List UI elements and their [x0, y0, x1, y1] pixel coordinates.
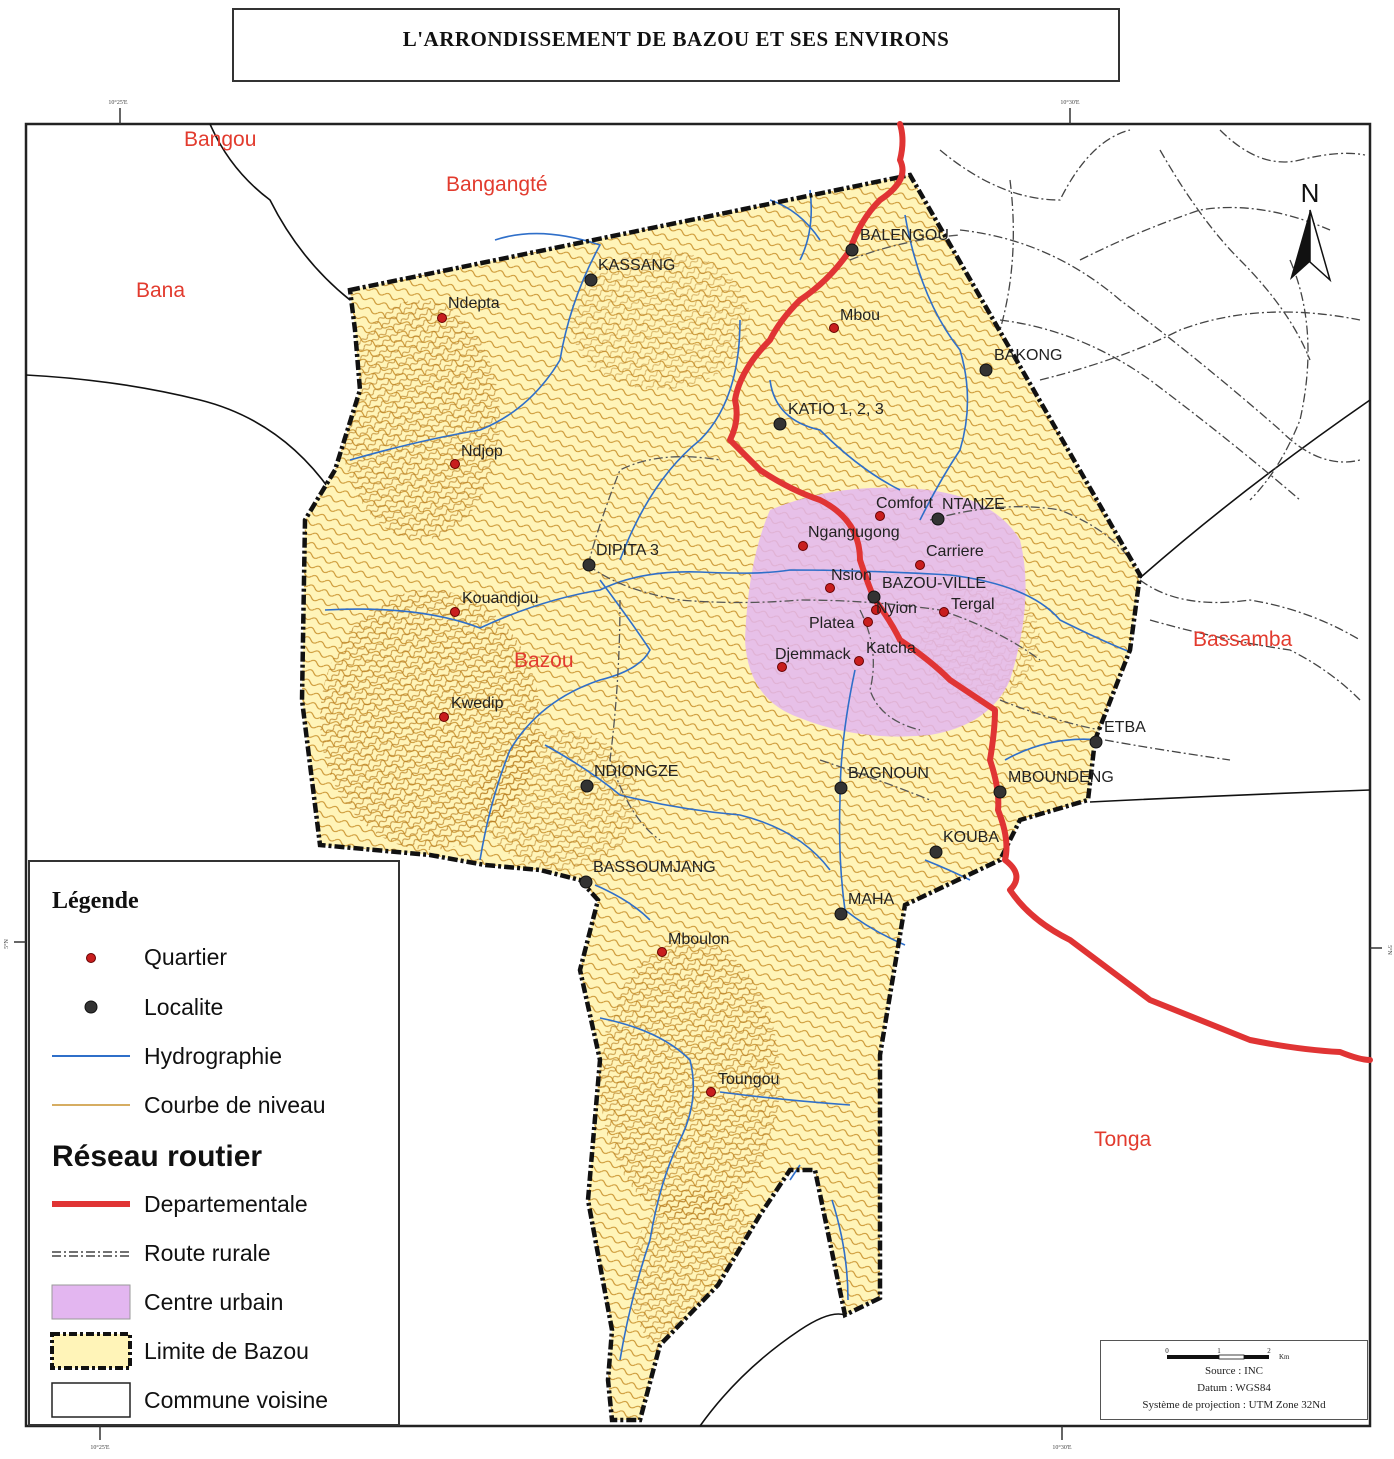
commune-boundaries [25, 123, 1371, 1427]
hydrography [324, 189, 1131, 1361]
quartier-label: Ndjop [461, 443, 503, 460]
quartier-label: Mbou [840, 307, 880, 324]
legend-item-hydro: Hydrographie [144, 1043, 283, 1069]
quartiers: Ndepta Mbou Ndjop Comfort Ngangugong Car… [437, 295, 995, 1097]
localite-label: MBOUNDENG [1008, 769, 1114, 786]
scale-tick: 2 [1267, 1347, 1271, 1355]
neighbor-bazou: Bazou [514, 649, 574, 672]
localite-label: BALENGOU [860, 227, 949, 244]
neighbor-bana: Bana [136, 279, 185, 302]
quartier-label: Katcha [866, 640, 916, 657]
legend-item-urban: Centre urbain [144, 1289, 284, 1315]
quartier-label: Ndepta [448, 295, 500, 312]
neighbor-bangangte: Bangangté [446, 173, 548, 196]
quartier-label: Nsion [831, 567, 872, 584]
localites: BALENGOU KASSANG BAKONG KATIO 1, 2, 3 NT… [579, 227, 1146, 921]
localite-label: NTANZE [942, 496, 1005, 513]
localite-label: MAHA [848, 891, 895, 908]
rural-roads-outside [939, 129, 1366, 761]
neighbor-bangou: Bangou [184, 128, 256, 151]
quartier-label: Ngangugong [808, 524, 900, 541]
localite-label: ETBA [1104, 719, 1146, 736]
grat-top-left: 10°25'E [108, 99, 127, 106]
localite-label: DIPITA 3 [596, 542, 659, 559]
legend: Légende Quartier Localite Hydrographie C… [28, 860, 400, 1426]
quartier-symbol [86, 953, 96, 963]
legend-road-title: Réseau routier [52, 1140, 263, 1173]
legend-item-limit: Limite de Bazou [144, 1338, 309, 1364]
quartier-label: Djemmack [775, 646, 852, 663]
localite-label: NDIONGZE [594, 763, 678, 780]
source-line-1: Source : INC [1204, 1365, 1264, 1377]
localite-label: KASSANG [598, 257, 675, 274]
north-label: N [1301, 178, 1320, 208]
quartier-label: Nyion [876, 600, 917, 617]
grat-right: 5°N [1386, 945, 1393, 955]
source-box: 0 1 2 Km Source : INC Datum : WGS84 Syst… [1100, 1340, 1368, 1420]
legend-item-localite: Localite [144, 994, 224, 1020]
grat-top-right: 10°30'E [1060, 99, 1079, 106]
legend-item-quartier: Quartier [144, 944, 228, 970]
bazou-boundary [299, 172, 1143, 1423]
grat-bottom-right: 10°30'E [1052, 1444, 1071, 1451]
quartier-label: Kouandjou [462, 590, 539, 607]
localite-label: KOUBA [943, 829, 999, 846]
source-line-2: Datum : WGS84 [1197, 1382, 1271, 1394]
legend-item-commune: Commune voisine [144, 1387, 329, 1413]
localite-symbol [84, 1000, 98, 1014]
map-border [24, 122, 1372, 1428]
localite-label: KATIO 1, 2, 3 [788, 401, 884, 418]
localite-label: BAKONG [994, 347, 1062, 364]
legend-item-departementale: Departementale [144, 1191, 308, 1217]
grat-left: 5°N [3, 938, 10, 948]
legend-item-contour: Courbe de niveau [144, 1092, 326, 1118]
departmental-road [727, 121, 1373, 1063]
quartier-label: Mboulon [668, 931, 729, 948]
north-arrow: N [1290, 178, 1332, 283]
quartier-label: Kwedip [451, 695, 504, 712]
scale-unit: Km [1279, 1353, 1290, 1361]
source-line-3: Système de projection : UTM Zone 32Nd [1142, 1399, 1326, 1411]
scale-tick: 0 [1165, 1347, 1169, 1355]
localite-label: BAZOU-VILLE [882, 575, 986, 592]
quartier-label: Toungou [718, 1071, 779, 1088]
quartier-label: Comfort [876, 495, 933, 512]
quartier-label: Tergal [951, 596, 995, 613]
legend-title: Légende [52, 888, 139, 914]
legend-item-rural: Route rurale [144, 1240, 271, 1266]
neighbor-tonga: Tonga [1094, 1128, 1152, 1151]
rural-roads-inside [587, 234, 1131, 841]
grat-bottom-left: 10°25'E [90, 1444, 109, 1451]
quartier-label: Platea [809, 615, 854, 632]
urban-symbol [51, 1284, 131, 1320]
localite-label: BAGNOUN [848, 765, 929, 782]
localite-label: BASSOUMJANG [593, 859, 716, 876]
commune-symbol [51, 1382, 131, 1418]
legend-symbols [50, 953, 132, 1418]
limit-symbol [50, 1332, 132, 1370]
quartier-label: Carriere [926, 543, 984, 560]
scale-bar: 0 1 2 Km [1165, 1347, 1290, 1361]
map-title: L'ARRONDISSEMENT DE BAZOU ET SES ENVIRON… [402, 26, 950, 51]
scale-tick: 1 [1217, 1347, 1221, 1355]
title-box: L'ARRONDISSEMENT DE BAZOU ET SES ENVIRON… [232, 8, 1120, 82]
neighbor-bassamba: Bassamba [1193, 628, 1293, 651]
